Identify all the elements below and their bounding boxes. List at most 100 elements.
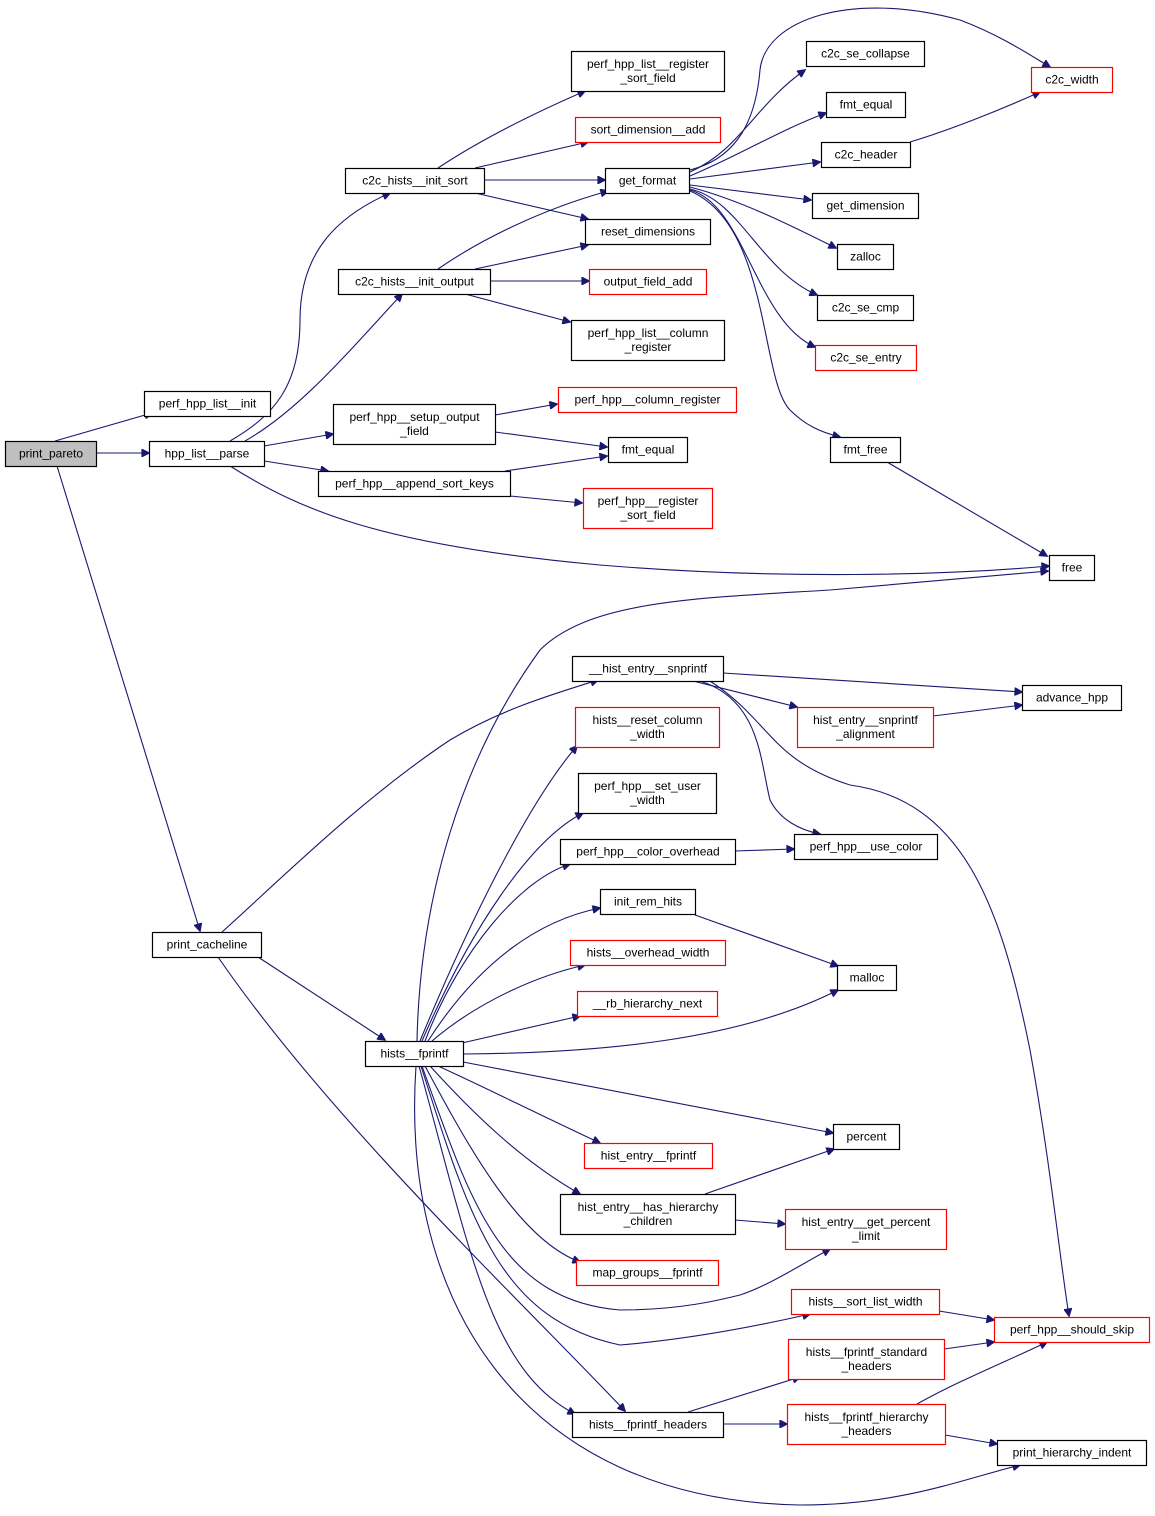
node-perf-hpp-should-skip[interactable]: perf_hpp__should_skip (993, 1316, 1151, 1344)
node-label: hists__fprintf (380, 1047, 449, 1061)
edge-c2c-hists-init-output-to-perf-hpp-list-column-register (464, 293, 570, 322)
edge-hists-fprintf-hierarchy-headers-to-perf-hpp-should-skip (916, 1342, 1047, 1405)
node-box (344, 167, 486, 195)
node-label: perf_hpp_list__register (587, 57, 709, 71)
node-label: _width (629, 793, 665, 807)
node-perf-hpp-list-init[interactable]: perf_hpp_list__init (143, 390, 272, 418)
node-hist-entry-has-hierarchy-children[interactable]: hist_entry__has_hierarchy_children (559, 1193, 737, 1236)
node-hists-reset-column-width[interactable]: hists__reset_column_width (574, 706, 721, 749)
edge-hists-sort-list-width-to-perf-hpp-should-skip (938, 1310, 994, 1320)
node-label: hists__reset_column (592, 713, 702, 727)
node-label: c2c_hists__init_output (355, 275, 474, 289)
node-label: _limit (851, 1229, 881, 1243)
node-label: print_hierarchy_indent (1013, 1446, 1132, 1460)
edge-hists-fprintf-to-hists-sort-list-width (420, 1065, 810, 1346)
node-perf-hpp-setup-output-field[interactable]: perf_hpp__setup_output_field (332, 403, 497, 446)
edge-hpp-list-parse-to-free (229, 465, 1049, 576)
node-box (584, 218, 712, 246)
node-c2c-se-cmp[interactable]: c2c_se_cmp (816, 294, 915, 322)
node-hist-entry-fprintf[interactable]: hist_entry__fprintf (583, 1142, 714, 1170)
node-label: c2c_se_entry (830, 351, 901, 365)
node-label: __hist_entry__snprintf (588, 662, 708, 676)
node-box (599, 888, 697, 916)
node-box (829, 436, 902, 464)
node-perf-hpp-list-column-register[interactable]: perf_hpp_list__column_register (570, 319, 726, 362)
edge--hist-entry-snprintf-to-perf-hpp-use-color (699, 680, 820, 834)
node-c2c-se-entry[interactable]: c2c_se_entry (814, 344, 918, 372)
node-label: free (1062, 561, 1083, 575)
node-percent[interactable]: percent (832, 1123, 901, 1151)
node-label: malloc (850, 971, 885, 985)
node-label: perf_hpp__should_skip (1010, 1323, 1134, 1337)
node-c2c-se-collapse[interactable]: c2c_se_collapse (805, 40, 926, 68)
node-perf-hpp-set-user-width[interactable]: perf_hpp__set_user_width (577, 772, 718, 815)
node-perf-hpp-append-sort-keys[interactable]: perf_hpp__append_sort_keys (317, 470, 512, 498)
edge-print-pareto-to-print-cacheline (56, 465, 200, 931)
node-perf-hpp-list-register-sort-field[interactable]: perf_hpp_list__register_sort_field (570, 50, 726, 93)
node-label: fmt_equal (622, 443, 675, 457)
edge-hists-fprintf-to-init-rem-hits (427, 908, 600, 1042)
node-perf-hpp-register-sort-field[interactable]: perf_hpp__register_sort_field (582, 487, 714, 530)
node-c2c-hists-init-sort[interactable]: c2c_hists__init_sort (344, 167, 486, 195)
node-print-hierarchy-indent[interactable]: print_hierarchy_indent (996, 1439, 1148, 1467)
node-box (364, 1040, 465, 1068)
node-output-field-add[interactable]: output_field_add (588, 268, 708, 296)
node-hist-entry-snprintf-alignment[interactable]: hist_entry__snprintf_alignment (796, 706, 935, 749)
node-hists-fprintf-standard-headers[interactable]: hists__fprintf_standard_headers (787, 1338, 946, 1381)
node-rb-hierarchy-next[interactable]: __rb_hierarchy_next (576, 990, 719, 1018)
node-hist-entry-snprintf[interactable]: __hist_entry__snprintf (571, 655, 725, 683)
edge-hist-entry-has-hierarchy-children-to-percent (704, 1149, 834, 1195)
node-get-format[interactable]: get_format (604, 167, 691, 195)
node-hist-entry-get-percent-limit[interactable]: hist_entry__get_percent_limit (784, 1208, 948, 1251)
node-zalloc[interactable]: zalloc (836, 243, 895, 271)
node-init-rem-hits[interactable]: init_rem_hits (599, 888, 697, 916)
node-box (784, 1208, 948, 1251)
edge-hists-fprintf-to-free (416, 571, 1048, 1042)
node-map-groups-fprintf[interactable]: map_groups__fprintf (575, 1259, 720, 1287)
node-sort-dimension-add[interactable]: sort_dimension__add (574, 116, 722, 144)
node-fmt-free[interactable]: fmt_free (829, 436, 902, 464)
node-label: print_pareto (19, 447, 83, 461)
node-box (607, 436, 689, 464)
node-hpp-list-parse[interactable]: hpp_list__parse (148, 440, 266, 468)
node-get-dimension[interactable]: get_dimension (811, 192, 920, 220)
node-c2c-header[interactable]: c2c_header (820, 141, 912, 169)
node-perf-hpp-use-color[interactable]: perf_hpp__use_color (793, 833, 939, 861)
node-fmt-equal-1[interactable]: fmt_equal (825, 91, 907, 119)
node-malloc[interactable]: malloc (836, 964, 898, 992)
node-label: hists__fprintf_hierarchy (804, 1410, 928, 1424)
node-label: reset_dimensions (601, 225, 695, 239)
edge-get-format-to-c2c-width (689, 7, 1050, 171)
node-perf-hpp-color-overhead[interactable]: perf_hpp__color_overhead (559, 838, 737, 866)
node-advance-hpp[interactable]: advance_hpp (1021, 684, 1123, 712)
edge-c2c-hists-init-output-to-get-format (437, 191, 608, 270)
node-hists-sort-list-width[interactable]: hists__sort_list_width (790, 1288, 941, 1316)
node-c2c-hists-init-output[interactable]: c2c_hists__init_output (337, 268, 492, 296)
node-label: _headers (840, 1359, 891, 1373)
node-hists-fprintf[interactable]: hists__fprintf (364, 1040, 465, 1068)
node-box (569, 939, 727, 967)
edge-hpp-list-parse-to-c2c-hists-init-output (244, 294, 402, 442)
node-box (574, 706, 721, 749)
node-box (337, 268, 492, 296)
node-perf-hpp-column-register[interactable]: perf_hpp__column_register (557, 386, 738, 414)
node-label: hists__fprintf_headers (589, 1418, 707, 1432)
node-fmt-equal-2[interactable]: fmt_equal (607, 436, 689, 464)
node-free[interactable]: free (1048, 554, 1096, 582)
node-hists-overhead-width[interactable]: hists__overhead_width (569, 939, 727, 967)
node-hists-fprintf-headers[interactable]: hists__fprintf_headers (571, 1411, 725, 1439)
node-c2c-width[interactable]: c2c_width (1030, 66, 1114, 94)
node-label: perf_hpp__column_register (574, 393, 720, 407)
node-label: print_cacheline (167, 938, 248, 952)
edge-print-cacheline-to-hists-fprintf-headers (217, 956, 625, 1411)
edge-hists-fprintf-to-hists-fprintf-headers (418, 1065, 575, 1414)
edge-hists-fprintf-to-percent (462, 1061, 833, 1133)
edge-get-format-to-c2c-se-cmp (689, 188, 817, 295)
edge-hists-fprintf-to-print-hierarchy-indent (414, 1065, 1020, 1506)
node-print-cacheline[interactable]: print_cacheline (151, 931, 263, 959)
node-box (575, 1259, 720, 1287)
node-reset-dimensions[interactable]: reset_dimensions (584, 218, 712, 246)
node-hists-fprintf-hierarchy-headers[interactable]: hists__fprintf_hierarchy_headers (786, 1403, 947, 1446)
node-print-pareto[interactable]: print_pareto (4, 440, 98, 468)
